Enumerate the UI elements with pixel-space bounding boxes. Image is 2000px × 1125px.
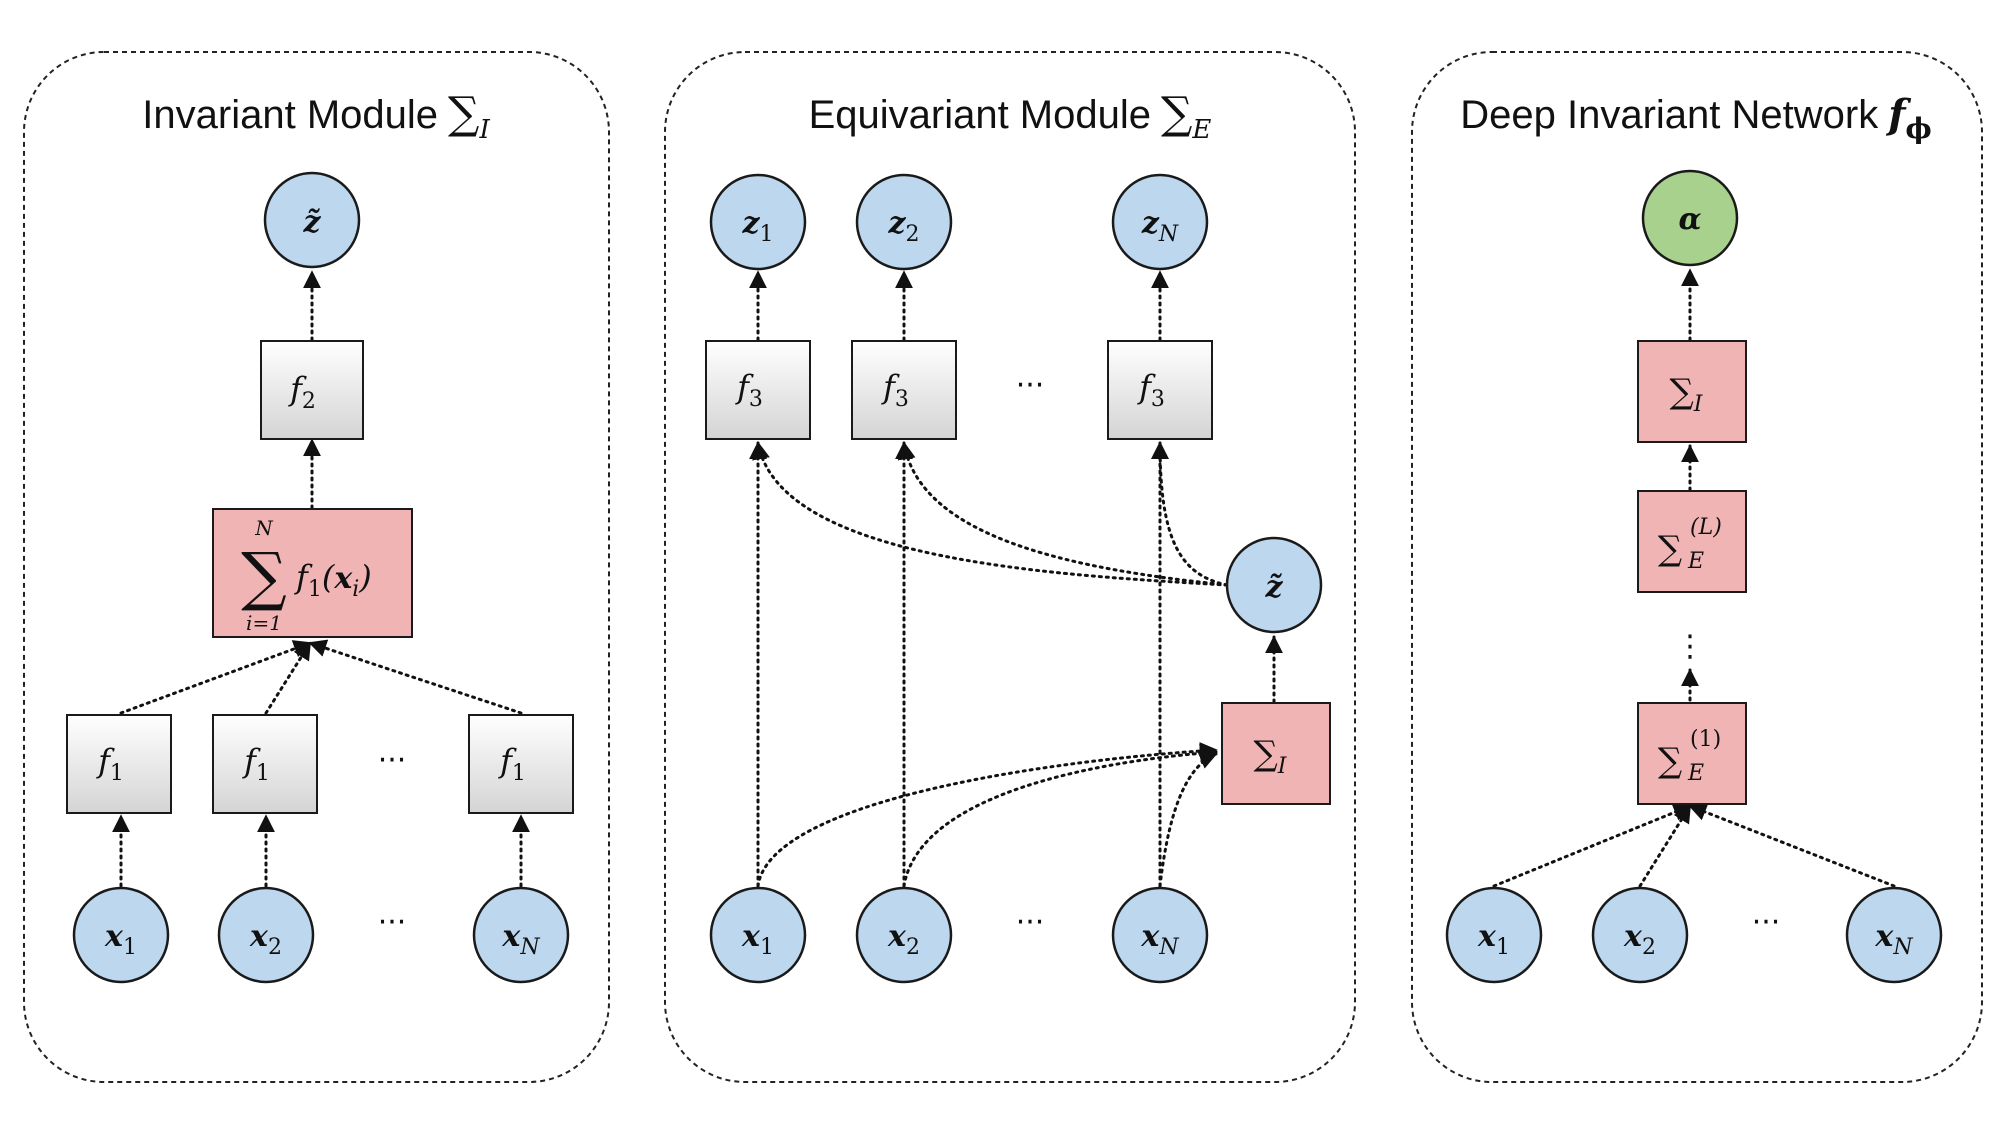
svg-text:xN: xN — [1140, 919, 1179, 960]
sigma-invariant-box: ∑I — [1221, 702, 1331, 805]
svg-text:(1): (1) — [1690, 727, 1721, 752]
input-node-x2: x2 — [1591, 886, 1689, 984]
svg-text:x1: x1 — [741, 919, 774, 960]
panel-border — [23, 51, 610, 1083]
sigma-invariant-box: ∑I — [1637, 340, 1747, 443]
node-label: z̃ — [302, 205, 321, 240]
svg-text:E: E — [1687, 761, 1704, 786]
svg-text:x1: x1 — [104, 919, 137, 960]
svg-text:z̃: z̃ — [1264, 570, 1283, 605]
panel-title: Invariant Module∑I — [142, 88, 490, 145]
sum-box: N ∑ i=1 f1(xi) — [212, 508, 413, 638]
svg-text:α: α — [1678, 202, 1701, 237]
sum-lower-limit: i=1 — [246, 611, 282, 635]
svg-text:x2: x2 — [887, 919, 920, 960]
svg-text:x2: x2 — [1623, 919, 1656, 960]
svg-text:z1: z1 — [741, 206, 773, 247]
f1-box: f1 — [66, 714, 172, 814]
input-node-xN: xN — [1111, 886, 1209, 984]
f2-box: f2 — [260, 340, 364, 440]
node-z-tilde: z̃ — [1225, 536, 1323, 634]
edge — [1688, 803, 1896, 888]
svg-text:∑: ∑ — [1658, 741, 1682, 781]
panel-equivariant-module: Equivariant Module∑E z1 z2 zN — [664, 51, 1356, 1083]
svg-text:x1: x1 — [1477, 919, 1510, 960]
svg-text:∑: ∑ — [1658, 529, 1682, 569]
edge — [902, 744, 1218, 888]
panel-invariant-module: Invariant Module∑I z̃ f2 N ∑ i=1 — [23, 51, 610, 1083]
edge — [119, 640, 312, 715]
svg-text:(L): (L) — [1690, 515, 1722, 540]
edge — [1492, 803, 1692, 888]
input-node-x2: x2 — [855, 886, 953, 984]
output-node-z-tilde: z̃ — [263, 171, 361, 269]
edge — [897, 441, 1229, 587]
edge — [264, 641, 312, 715]
edge — [1151, 441, 1229, 587]
edge — [308, 639, 523, 715]
svg-text:∑I: ∑I — [1670, 372, 1704, 417]
f3-box: f3 — [1107, 340, 1213, 440]
svg-text:zN: zN — [1141, 206, 1179, 247]
svg-text:xN: xN — [501, 919, 540, 960]
svg-text:z2: z2 — [887, 206, 919, 247]
ellipsis: ··· — [1016, 368, 1045, 403]
input-node-x1: x1 — [709, 886, 807, 984]
svg-text:∑I: ∑I — [1254, 734, 1288, 779]
sum-symbol: ∑ — [241, 540, 287, 614]
panel-border — [664, 51, 1356, 1083]
ellipsis: ··· — [378, 743, 407, 778]
f1-box: f1 — [468, 714, 574, 814]
f3-box: f3 — [705, 340, 811, 440]
svg-text:E: E — [1687, 549, 1704, 574]
input-node-x1: x1 — [72, 886, 170, 984]
edge — [756, 741, 1218, 888]
output-node-zN: zN — [1111, 173, 1209, 271]
output-node-alpha: α — [1641, 169, 1739, 267]
output-node-z2: z2 — [855, 173, 953, 271]
ellipsis: ··· — [378, 905, 407, 940]
ellipsis: ··· — [1016, 905, 1045, 940]
panel-title: Equivariant Module∑E — [809, 88, 1212, 145]
svg-text:x2: x2 — [249, 919, 282, 960]
vertical-ellipsis: ⋮ — [1675, 629, 1705, 664]
ellipsis: ··· — [1752, 905, 1781, 940]
sigma-equivariant-L-box: ∑ E (L) — [1637, 490, 1747, 593]
svg-text:xN: xN — [1874, 919, 1913, 960]
edge — [1638, 804, 1692, 888]
sigma-equivariant-1-box: ∑ E (1) — [1637, 702, 1747, 805]
input-node-xN: xN — [472, 886, 570, 984]
edge — [1158, 752, 1218, 888]
edge — [752, 441, 1229, 587]
sum-term: f1(xi) — [294, 558, 372, 602]
input-node-x1: x1 — [1445, 886, 1543, 984]
output-node-z1: z1 — [709, 173, 807, 271]
f1-box: f1 — [212, 714, 318, 814]
input-node-xN: xN — [1845, 886, 1943, 984]
f3-box: f3 — [851, 340, 957, 440]
sum-upper-limit: N — [254, 516, 274, 540]
input-node-x2: x2 — [217, 886, 315, 984]
